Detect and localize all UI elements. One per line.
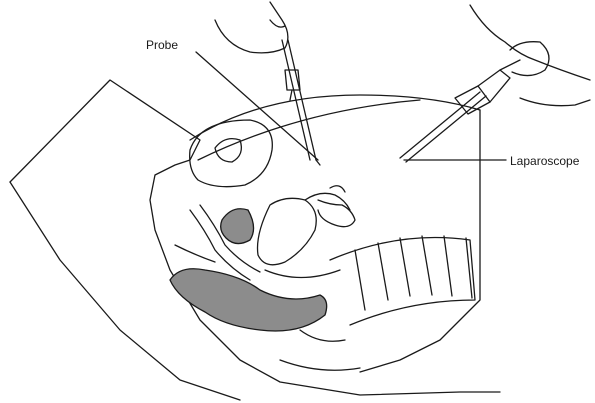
probe-leader-line xyxy=(196,52,318,160)
uterus xyxy=(258,186,356,265)
abdomen-outline xyxy=(10,80,500,400)
label-leaders xyxy=(196,52,506,160)
laparoscope-label: Laparoscope xyxy=(510,154,579,168)
shaded-tissue xyxy=(170,209,327,331)
laparoscope-instrument xyxy=(400,5,590,162)
bladder xyxy=(190,120,273,187)
probe-label: Probe xyxy=(146,38,178,52)
